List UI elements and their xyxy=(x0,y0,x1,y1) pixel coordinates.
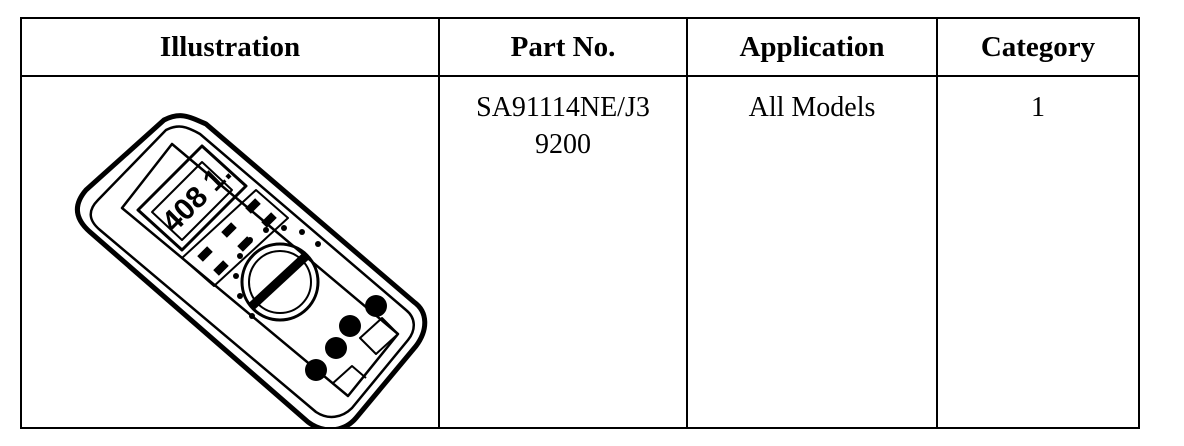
illustration-cell: 408 1. xyxy=(20,75,440,429)
header-illustration: Illustration xyxy=(20,17,440,77)
application-cell: All Models xyxy=(686,75,938,429)
header-category: Category xyxy=(936,17,1140,77)
part-no-cell: SA91114NE/J3 9200 xyxy=(438,75,688,429)
part-no-line-2: 9200 xyxy=(535,129,591,160)
table-row: 408 1. xyxy=(20,75,1140,429)
header-part-no: Part No. xyxy=(438,17,688,77)
part-no-line-1: SA91114NE/J3 xyxy=(476,92,650,123)
category-cell: 1 xyxy=(936,75,1140,429)
header-application: Application xyxy=(686,17,938,77)
multimeter-icon: 408 1. xyxy=(75,113,428,427)
parts-table: Illustration Part No. Application Catego… xyxy=(20,17,1140,429)
header-row: Illustration Part No. Application Catego… xyxy=(20,17,1140,77)
